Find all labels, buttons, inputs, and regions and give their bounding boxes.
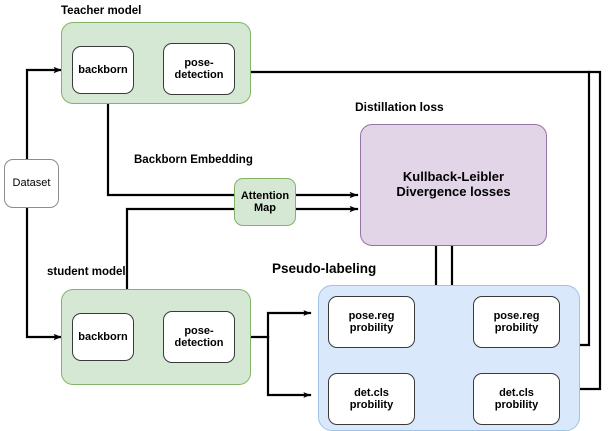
student-pose-reg-probability-label: pose.reg probility xyxy=(493,309,540,334)
teacher-pose-detection-label: pose- detection xyxy=(174,56,224,81)
attention-map-label: Attention Map xyxy=(240,189,290,214)
caption-backborn-embedding: Backborn Embedding xyxy=(134,154,253,166)
caption-pseudo-labeling: Pseudo-labeling xyxy=(272,261,377,276)
student-det-cls-probability-node[interactable]: det.cls probility xyxy=(473,373,560,425)
dataset-node[interactable]: Dataset xyxy=(4,159,59,208)
teacher-pose-reg-probability-label: pose.reg probility xyxy=(348,309,395,334)
student-backborn-label: backborn xyxy=(78,330,128,343)
kullback-leibler-loss-label: Kullback-Leibler Divergence losses xyxy=(396,169,511,199)
caption-student-model: student model xyxy=(47,266,126,278)
dataset-node-label: Dataset xyxy=(12,177,51,190)
student-pose-reg-probability-node[interactable]: pose.reg probility xyxy=(473,296,560,348)
student-pose-detection-label: pose- detection xyxy=(174,324,224,349)
teacher-det-cls-probability-node[interactable]: det.cls probility xyxy=(328,373,415,425)
caption-teacher-model: Teacher model xyxy=(61,5,142,17)
teacher-backborn-label: backborn xyxy=(78,63,128,76)
student-backborn-node[interactable]: backborn xyxy=(72,313,134,361)
teacher-det-cls-probability-label: det.cls probility xyxy=(349,386,394,411)
teacher-pose-reg-probability-node[interactable]: pose.reg probility xyxy=(328,296,415,348)
kullback-leibler-loss-node[interactable]: Kullback-Leibler Divergence losses xyxy=(360,124,547,246)
teacher-backborn-node[interactable]: backborn xyxy=(72,46,134,94)
caption-distillation-loss: Distillation loss xyxy=(355,100,444,114)
attention-map-node[interactable]: Attention Map xyxy=(234,178,296,226)
teacher-pose-detection-node[interactable]: pose- detection xyxy=(163,43,235,95)
student-pose-detection-node[interactable]: pose- detection xyxy=(163,311,235,363)
student-det-cls-probability-label: det.cls probility xyxy=(494,386,539,411)
